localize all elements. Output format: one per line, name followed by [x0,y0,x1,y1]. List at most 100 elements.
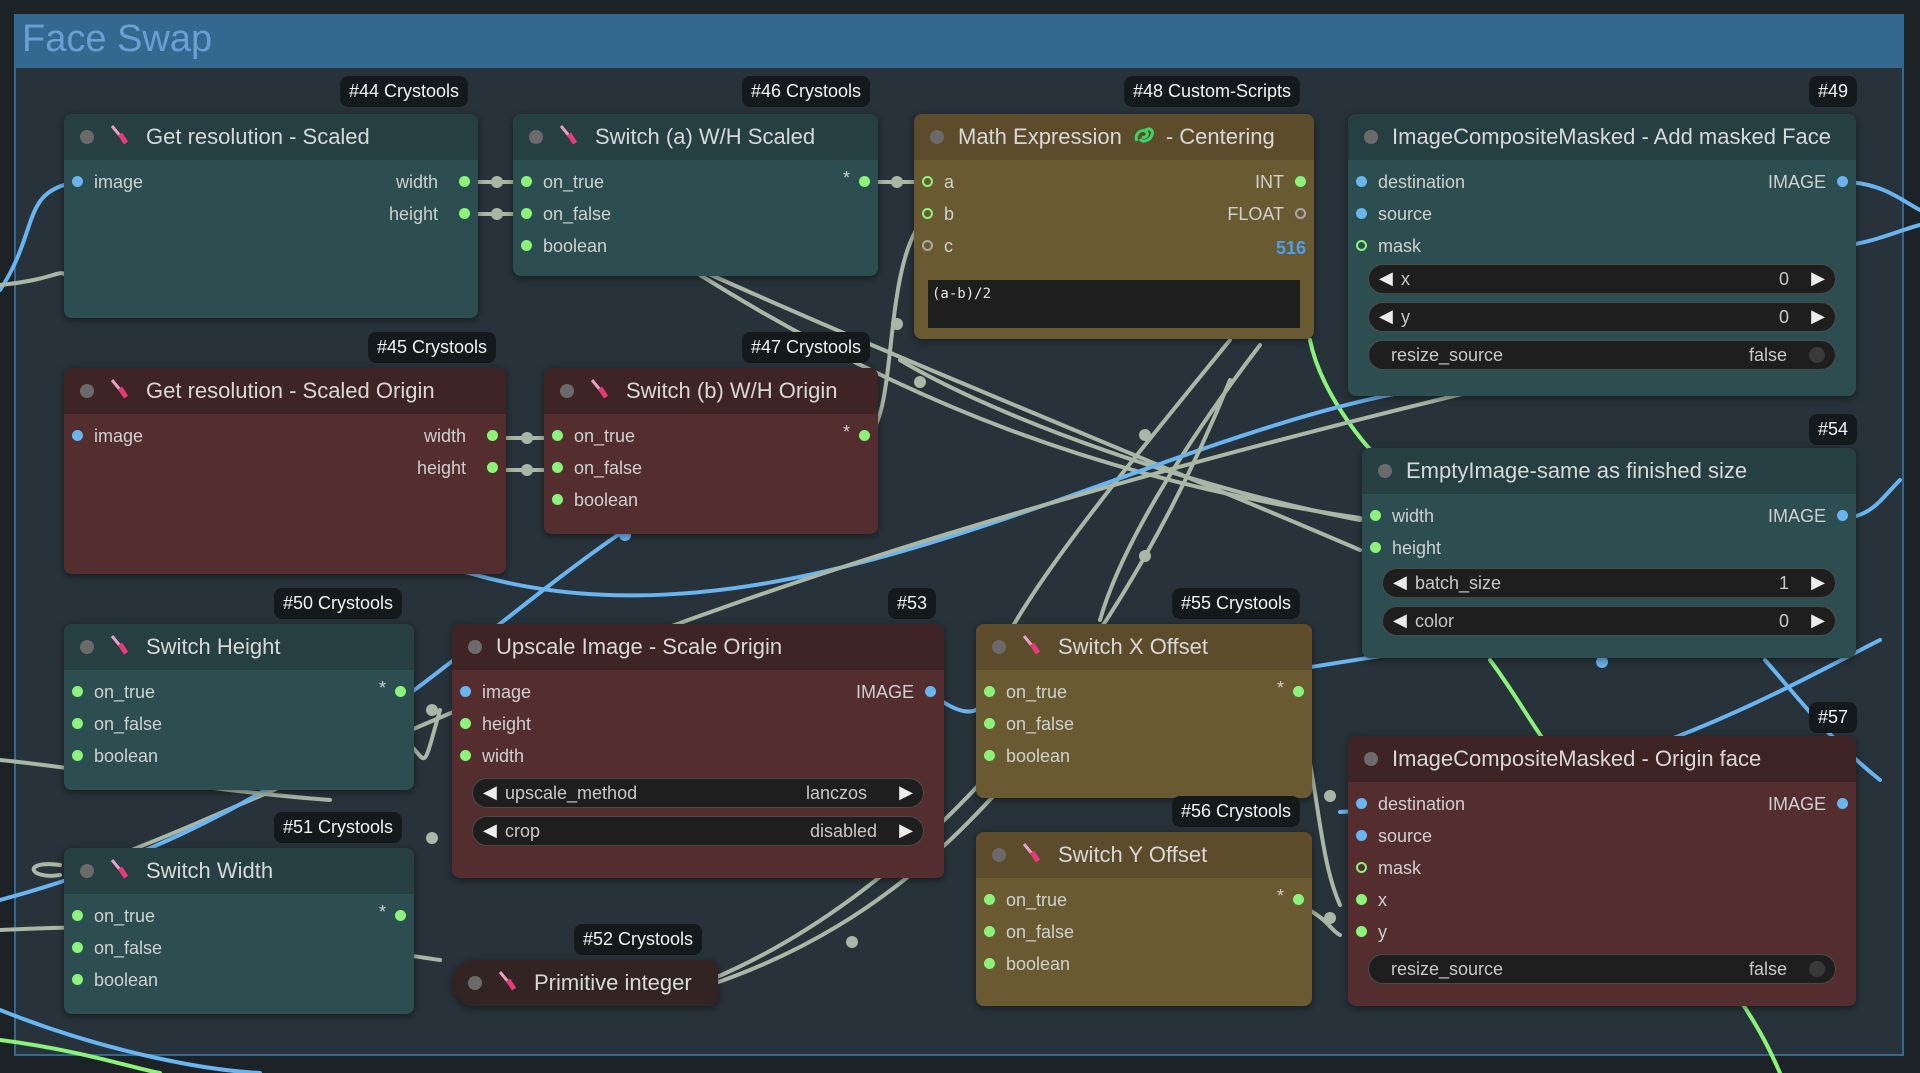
collapse-dot[interactable] [80,864,94,878]
decrement-icon[interactable]: ◀ [1393,610,1407,630]
input-socket[interactable] [521,176,532,187]
input-socket[interactable] [521,240,532,251]
previous-option-icon[interactable]: ◀ [483,820,497,840]
input-socket[interactable] [460,750,471,761]
next-option-icon[interactable]: ▶ [899,820,913,840]
input-socket[interactable] [72,718,83,729]
input-socket[interactable] [922,176,933,187]
node-primitive-integer[interactable]: Primitive integer [452,960,718,1006]
node-get-resolution-scaled-origin[interactable]: Get resolution - Scaled Origin image wid… [64,368,506,574]
output-socket[interactable] [1837,176,1848,187]
collapse-dot[interactable] [992,848,1006,862]
x-widget[interactable]: ◀ x 0 ▶ [1368,264,1836,294]
input-socket[interactable] [552,462,563,473]
output-socket[interactable] [487,462,498,473]
node-switch-width[interactable]: Switch Width on_true * on_false boolean [64,848,414,1014]
collapse-dot[interactable] [80,384,94,398]
input-socket[interactable] [922,240,933,251]
input-socket[interactable] [72,974,83,985]
input-socket[interactable] [460,686,471,697]
node-header[interactable]: Switch Height [64,624,414,670]
input-socket[interactable] [1356,926,1367,937]
node-math-expression-centering[interactable]: Math Expression - Centering a INT b FLOA… [914,114,1314,339]
input-socket[interactable] [521,208,532,219]
output-socket[interactable] [859,176,870,187]
input-socket[interactable] [1356,798,1367,809]
node-header[interactable]: Switch (b) W/H Origin [544,368,878,414]
output-socket[interactable] [925,686,936,697]
node-switch-a-wh-scaled[interactable]: Switch (a) W/H Scaled on_true * on_false… [513,114,878,276]
input-socket[interactable] [1370,542,1381,553]
node-header[interactable]: Get resolution - Scaled Origin [64,368,506,414]
input-socket[interactable] [984,894,995,905]
input-socket[interactable] [552,430,563,441]
node-header[interactable]: EmptyImage-same as finished size [1362,448,1856,494]
collapse-dot[interactable] [468,640,482,654]
toggle-knob[interactable] [1809,961,1825,977]
input-socket[interactable] [1356,830,1367,841]
node-switch-x-offset[interactable]: Switch X Offset on_true * on_false boole… [976,624,1312,798]
input-socket[interactable] [72,942,83,953]
input-socket[interactable] [1356,894,1367,905]
node-imagecompositemasked-add[interactable]: ImageCompositeMasked - Add masked Face d… [1348,114,1856,396]
input-socket[interactable] [72,910,83,921]
node-get-resolution-scaled[interactable]: Get resolution - Scaled image width heig… [64,114,478,318]
collapse-dot[interactable] [560,384,574,398]
input-socket[interactable] [72,686,83,697]
decrement-icon[interactable]: ◀ [1379,306,1393,326]
expression-textarea[interactable]: (a-b)/2 [928,280,1300,328]
output-socket[interactable] [1293,686,1304,697]
crop-dropdown[interactable]: ◀ crop disabled ▶ [472,816,924,846]
toggle-knob[interactable] [1809,347,1825,363]
output-socket[interactable] [487,430,498,441]
node-header[interactable]: ImageCompositeMasked - Add masked Face [1348,114,1856,160]
output-socket[interactable] [1837,798,1848,809]
group-header[interactable] [14,14,1904,68]
output-socket[interactable] [1293,894,1304,905]
node-header[interactable]: Switch X Offset [976,624,1312,670]
input-socket[interactable] [984,926,995,937]
output-socket[interactable] [859,430,870,441]
increment-icon[interactable]: ▶ [1811,268,1825,288]
input-socket[interactable] [922,208,933,219]
decrement-icon[interactable]: ◀ [1379,268,1393,288]
output-socket[interactable] [395,910,406,921]
node-header[interactable]: Switch Y Offset [976,832,1312,878]
input-socket[interactable] [984,958,995,969]
input-socket[interactable] [984,750,995,761]
output-socket[interactable] [395,686,406,697]
node-header[interactable]: Switch Width [64,848,414,894]
decrement-icon[interactable]: ◀ [1393,572,1407,592]
color-widget[interactable]: ◀ color 0 ▶ [1382,606,1836,636]
output-socket[interactable] [1837,510,1848,521]
collapse-dot[interactable] [468,976,482,990]
resize-source-toggle[interactable]: resize_source false [1368,340,1836,370]
input-socket[interactable] [1356,208,1367,219]
collapse-dot[interactable] [529,130,543,144]
resize-source-toggle[interactable]: resize_source false [1368,954,1836,984]
collapse-dot[interactable] [992,640,1006,654]
input-socket[interactable] [1356,240,1367,251]
output-socket[interactable] [459,208,470,219]
batch-size-widget[interactable]: ◀ batch_size 1 ▶ [1382,568,1836,598]
node-switch-height[interactable]: Switch Height on_true * on_false boolean [64,624,414,790]
output-socket[interactable] [459,176,470,187]
collapse-dot[interactable] [80,130,94,144]
node-header[interactable]: Upscale Image - Scale Origin [452,624,944,670]
input-socket[interactable] [72,176,83,187]
output-socket[interactable] [1295,176,1306,187]
node-switch-y-offset[interactable]: Switch Y Offset on_true * on_false boole… [976,832,1312,1006]
node-header[interactable]: ImageCompositeMasked - Origin face [1348,736,1856,782]
input-socket[interactable] [460,718,471,729]
upscale-method-dropdown[interactable]: ◀ upscale_method lanczos ▶ [472,778,924,808]
input-socket[interactable] [984,686,995,697]
node-header[interactable]: Get resolution - Scaled [64,114,478,160]
node-emptyimage[interactable]: EmptyImage-same as finished size width I… [1362,448,1856,658]
node-upscale-image[interactable]: Upscale Image - Scale Origin image IMAGE… [452,624,944,878]
input-socket[interactable] [552,494,563,505]
node-switch-b-wh-origin[interactable]: Switch (b) W/H Origin on_true * on_false… [544,368,878,534]
input-socket[interactable] [72,430,83,441]
collapse-dot[interactable] [1364,752,1378,766]
node-header[interactable]: Switch (a) W/H Scaled [513,114,878,160]
